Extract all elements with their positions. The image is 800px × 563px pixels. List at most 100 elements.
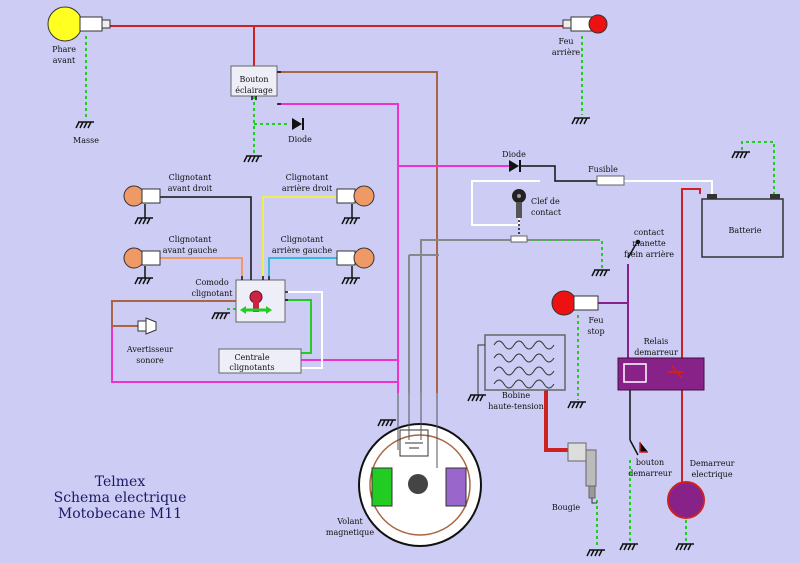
ground-symbol — [134, 277, 153, 285]
label-bouton-2: éclairage — [235, 86, 273, 95]
clef-icon — [510, 189, 528, 243]
wire-white-clef — [471, 180, 540, 226]
batterie-box — [701, 198, 784, 258]
diode-mid-icon — [509, 160, 521, 172]
label-clign-avg-1: Clignotant — [169, 235, 212, 244]
label-comodo-1: Comodo — [195, 278, 228, 287]
label-bouton-dem-1: bouton — [636, 458, 664, 467]
ground-symbol — [567, 401, 586, 409]
ground-symbol — [243, 155, 262, 163]
label-phare-1: Phare — [52, 45, 76, 54]
label-clign-avg-2: avant gauche — [163, 246, 218, 255]
ground-symbol — [377, 419, 396, 427]
labels: Phare avant Masse Feu arrière Bouton écl… — [52, 37, 762, 537]
label-volant-2: magnetique — [326, 528, 374, 537]
phare-bulb-icon — [47, 6, 83, 42]
clignotant-bulb-icon — [123, 185, 145, 207]
bouton-demarreur-switch — [629, 439, 648, 456]
ground-line-batterie-l — [741, 141, 775, 194]
ground-symbol — [341, 217, 360, 225]
wire-orange-avg — [160, 257, 243, 276]
wire-brown-avert — [111, 300, 236, 327]
title-line-2: Schema electrique — [54, 490, 187, 506]
wire-black-avd — [160, 196, 252, 276]
wire-white-comodo — [285, 291, 323, 369]
label-feu-arriere-2: arrière — [552, 48, 581, 57]
label-bobine-2: haute-tension — [488, 402, 543, 411]
label-stop-2: stop — [587, 327, 604, 336]
label-stop-1: Feu — [589, 316, 604, 325]
volant-magnetique — [358, 393, 482, 547]
wires — [110, 25, 713, 488]
label-bouton-dem-2: demarreur — [628, 469, 672, 478]
volant-cam-icon — [408, 474, 428, 494]
clignotant-arriere-gauche — [336, 247, 375, 269]
label-fusible: Fusible — [588, 165, 618, 174]
comodo-arrows-icon — [240, 306, 272, 314]
label-clign-arg-2: arrière gauche — [272, 246, 332, 255]
ground-symbol — [571, 117, 590, 125]
bobine-ht-icon — [477, 334, 566, 395]
feu-arriere-lamp — [562, 14, 608, 34]
label-volant-1: Volant — [336, 517, 363, 526]
label-relais-1: Relais — [644, 337, 669, 346]
ground-symbol — [586, 549, 605, 557]
wire-green-comodo — [285, 299, 312, 354]
label-avert-1: Avertisseur — [126, 345, 173, 354]
wire-gray-clef — [420, 239, 519, 393]
fusible-icon — [596, 175, 625, 186]
label-diode-mid: Diode — [502, 150, 526, 159]
wire-white-fusible — [624, 180, 713, 194]
wire-magenta-centrale — [111, 326, 398, 383]
label-frein-2: manette — [632, 239, 666, 248]
volant-coil-green — [371, 467, 393, 507]
clignotant-avant-gauche — [123, 247, 161, 269]
ground-lines — [85, 36, 775, 548]
label-frein-3: frein arrière — [624, 250, 674, 259]
wire-brown-bouton — [278, 71, 438, 393]
label-masse: Masse — [73, 136, 99, 145]
wire-black-diode — [520, 165, 597, 182]
demarreur-motor-icon — [667, 481, 705, 519]
label-comodo-2: clignotant — [191, 289, 233, 298]
label-bouton-1: Bouton — [239, 75, 268, 84]
phare-avant-lamp — [47, 6, 111, 42]
volant-coil-purple — [445, 467, 467, 507]
wire-cyan-arg — [268, 257, 337, 276]
label-centrale-2: clignotants — [229, 363, 274, 372]
ground-symbol — [134, 217, 153, 225]
phare-socket — [79, 16, 103, 32]
label-centrale-1: Centrale — [234, 353, 269, 362]
diode-top-icon — [292, 118, 304, 130]
bougie-icon — [567, 442, 597, 504]
contact-frein-switch — [627, 239, 641, 259]
title-line-1: Telmex — [95, 474, 146, 490]
clignotant-arriere-droit — [336, 185, 375, 207]
label-feu-arriere-1: Feu — [559, 37, 574, 46]
clignotant-bulb-icon — [353, 185, 375, 207]
feu-stop-lamp — [551, 290, 599, 316]
label-phare-2: avant — [53, 56, 76, 65]
ground-symbol — [675, 543, 694, 551]
feu-stop-bulb-icon — [551, 290, 577, 316]
ground-symbol — [467, 394, 486, 402]
wire-yellow-ard — [262, 196, 337, 276]
label-clef-2: contact — [531, 208, 562, 217]
ground-symbol — [341, 277, 360, 285]
avertisseur-icon — [137, 317, 157, 335]
clignotant-bulb-icon — [123, 247, 145, 269]
ground-line-clef — [525, 239, 603, 268]
ground-symbol — [619, 543, 638, 551]
wire-red-ht — [544, 390, 568, 452]
label-relais-2: demarreur — [634, 348, 678, 357]
label-clign-ard-1: Clignotant — [286, 173, 329, 182]
label-demarreur-2: electrique — [691, 470, 732, 479]
ground-symbol — [75, 121, 94, 129]
label-clign-avd-2: avant droit — [168, 184, 213, 193]
label-batterie: Batterie — [729, 226, 762, 235]
label-frein-1: contact — [634, 228, 665, 237]
centrale-clignotants-box — [218, 348, 302, 374]
wire-red-batterie — [681, 188, 701, 488]
comodo-switch — [235, 276, 288, 323]
